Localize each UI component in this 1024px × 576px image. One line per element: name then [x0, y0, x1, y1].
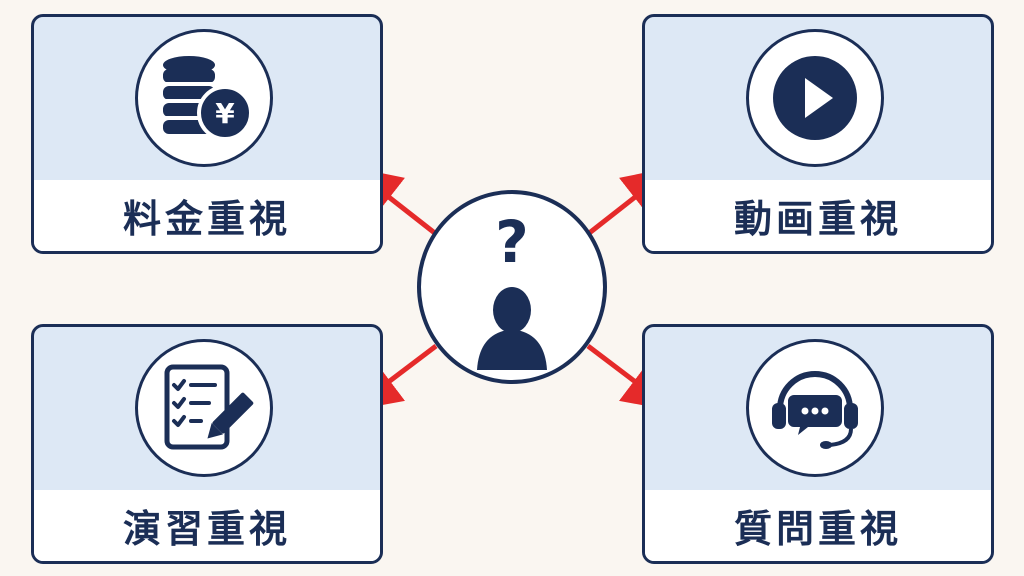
card-video[interactable]: 動画重視: [642, 14, 994, 254]
card-video-label: 動画重視: [733, 197, 902, 241]
card-practice-label: 演習重視: [122, 507, 291, 551]
card-question-label: 質問重視: [733, 507, 902, 551]
headset-chat-icon: [746, 339, 884, 477]
card-practice[interactable]: 演習重視: [31, 324, 383, 564]
card-question[interactable]: 質問重視: [642, 324, 994, 564]
card-price-panel: ¥: [34, 17, 380, 180]
card-question-panel: [645, 327, 991, 490]
coins-yen-icon: ¥: [135, 29, 273, 167]
play-icon: [746, 29, 884, 167]
card-video-panel: [645, 17, 991, 180]
card-price-label: 料金重視: [122, 197, 291, 241]
checklist-pencil-icon: [135, 339, 273, 477]
card-practice-panel: [34, 327, 380, 490]
yen-symbol: ¥: [215, 97, 235, 130]
question-mark: ?: [495, 208, 529, 276]
card-price[interactable]: ¥ 料金重視: [31, 14, 383, 254]
person-question-icon: ?: [417, 190, 607, 384]
